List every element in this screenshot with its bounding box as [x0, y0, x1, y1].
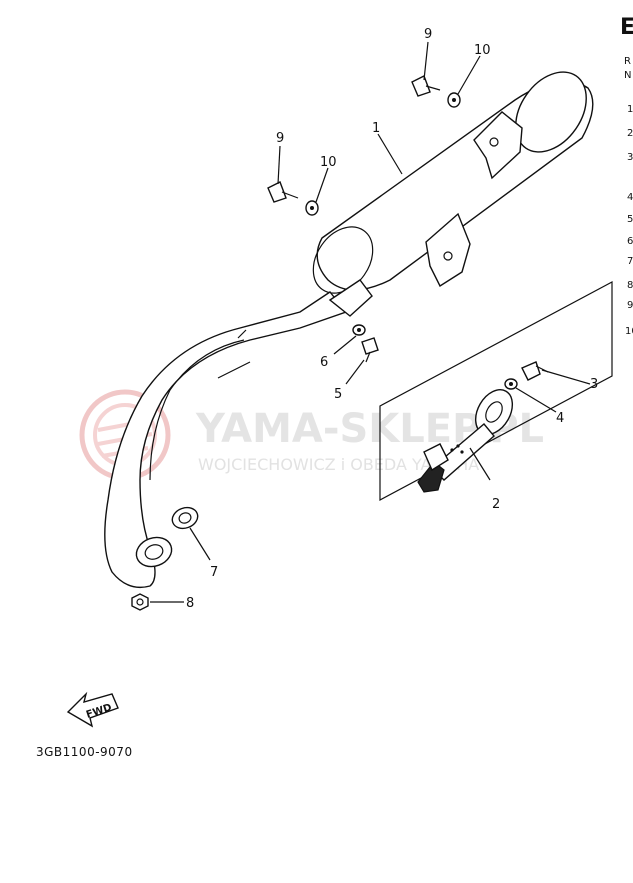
callout-4: 4	[556, 411, 564, 426]
callout-10: 10	[474, 43, 491, 58]
callout-6: 6	[320, 355, 328, 370]
callout-10: 10	[320, 155, 337, 170]
callout-8: 8	[186, 596, 194, 611]
callout-2: 2	[492, 497, 500, 512]
exhaust-pipe	[104, 279, 373, 589]
nut	[131, 593, 149, 611]
bolt	[521, 361, 549, 381]
row-number: 5	[627, 214, 633, 225]
row-number: 4	[627, 192, 633, 203]
section-letter: E	[620, 15, 633, 40]
leader-lines	[150, 41, 591, 603]
table-header-line-2: N	[624, 70, 631, 81]
washer	[305, 200, 319, 216]
row-number: 8	[627, 280, 633, 291]
callout-1: 1	[372, 121, 380, 136]
row-number: 1	[627, 104, 633, 115]
muffler-assembly	[312, 71, 594, 294]
callout-9: 9	[276, 131, 284, 146]
callout-7: 7	[210, 565, 218, 580]
bolt	[361, 337, 379, 363]
spark-arrester-detail	[379, 280, 613, 502]
callouts: 1 2 3 4 5 6 7 8 9 10 9 10	[186, 27, 598, 611]
washer	[447, 92, 461, 108]
table-header-line-1: R	[624, 56, 631, 67]
parts-table-edge: E R N 1 2 3 4 5 6 7 8 9 10	[620, 15, 633, 337]
washer	[504, 378, 518, 390]
diagram-code: 3GB1100-9070	[36, 745, 133, 759]
washer	[352, 324, 366, 336]
row-number: 7	[627, 256, 633, 267]
callout-5: 5	[334, 387, 342, 402]
row-number: 6	[627, 236, 633, 247]
callout-9: 9	[424, 27, 432, 42]
row-number: 2	[627, 128, 633, 139]
fwd-arrow: FWD	[66, 691, 119, 728]
row-number: 3	[627, 152, 633, 163]
watermark-tagline: WOJCIECHOWICZ i OBEDA YAMAHA	[198, 455, 479, 474]
row-number: 9	[627, 300, 633, 311]
bolt	[267, 181, 299, 203]
callout-3: 3	[590, 377, 598, 392]
row-number: 10	[625, 326, 633, 337]
gasket	[171, 506, 199, 530]
bolt	[411, 75, 441, 97]
